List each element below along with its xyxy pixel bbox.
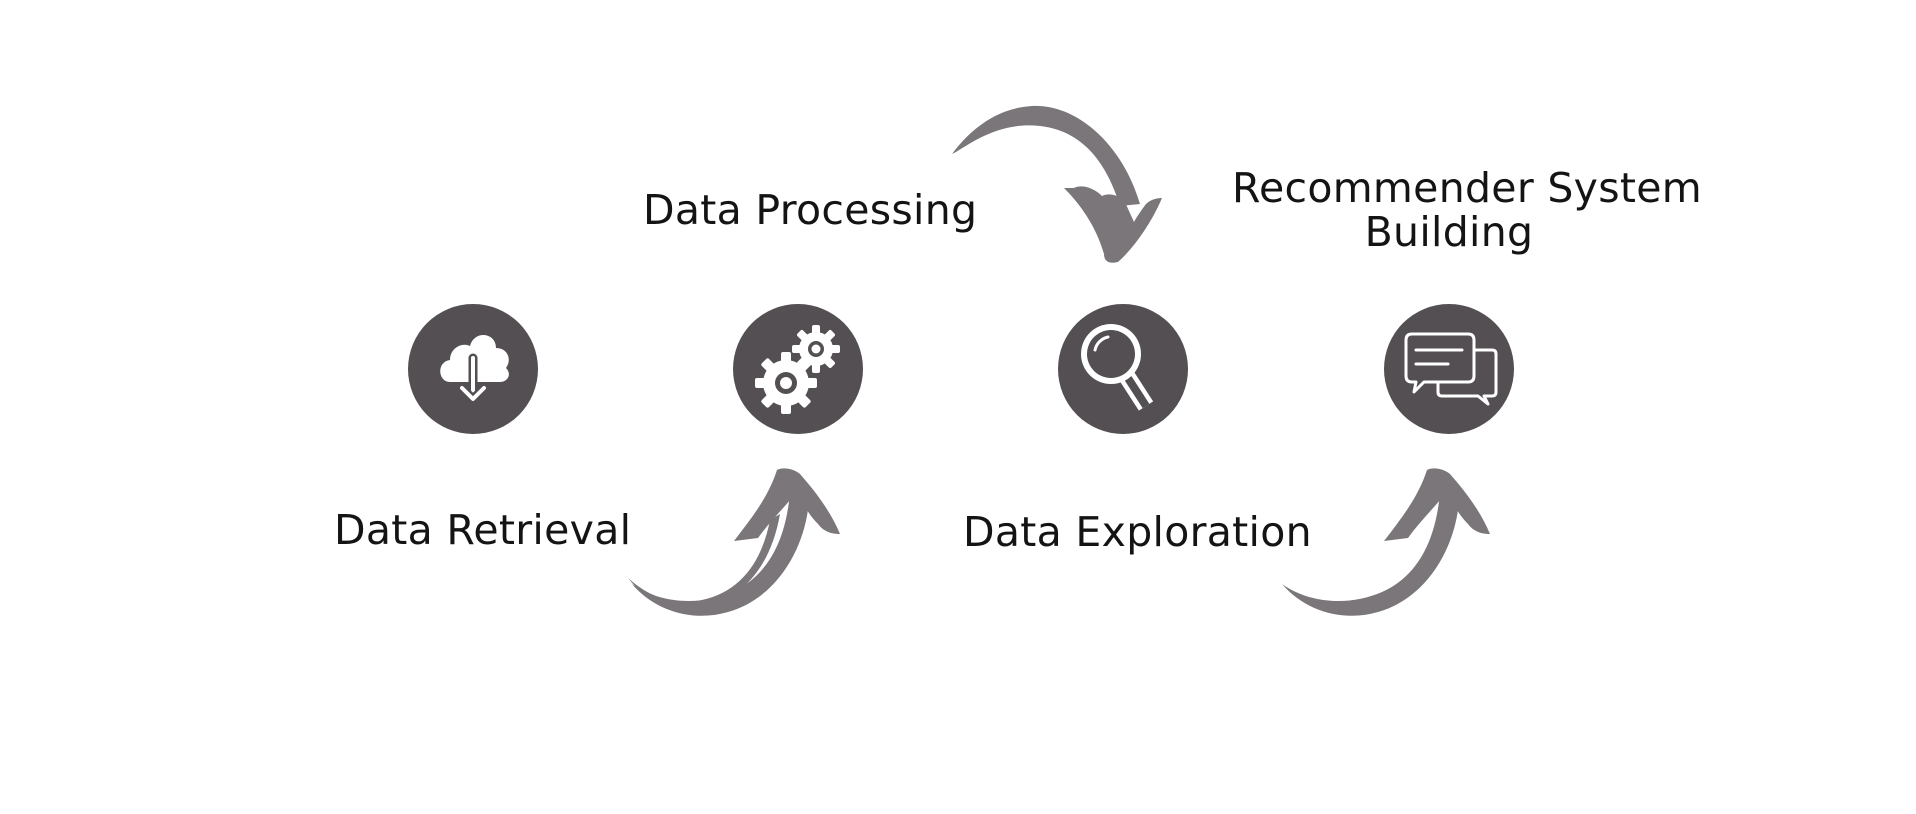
step-circle-data-retrieval [408,304,538,434]
gears-icon [755,325,840,414]
step-label-data-retrieval: Data Retrieval [334,506,632,554]
step-label-line-1: Recommender System [1232,164,1703,212]
arrow-shaft-1 [632,492,809,616]
chat-bubbles-icon [1404,332,1498,406]
magnifier-icon [1081,324,1154,411]
step-circle-data-exploration [1058,304,1188,434]
arrow-head-1 [734,468,840,541]
step-label-data-exploration: Data Exploration [963,508,1312,556]
arrow-shaft-3 [1282,492,1459,616]
arrow-head-2 [1064,186,1162,263]
step-label-line-2: Building [1364,208,1534,256]
arrow-body-1 [628,514,780,610]
cloud-download-icon [440,334,509,404]
step-circle-recommender-system-building [1384,304,1514,434]
step-circle-data-processing [733,304,863,434]
arrow-shaft-2 [952,105,1140,206]
arrow-head-3 [1384,468,1490,541]
step-label-recommender-system-building: Recommender System Building [1232,164,1703,256]
step-label-data-processing: Data Processing [643,186,978,234]
